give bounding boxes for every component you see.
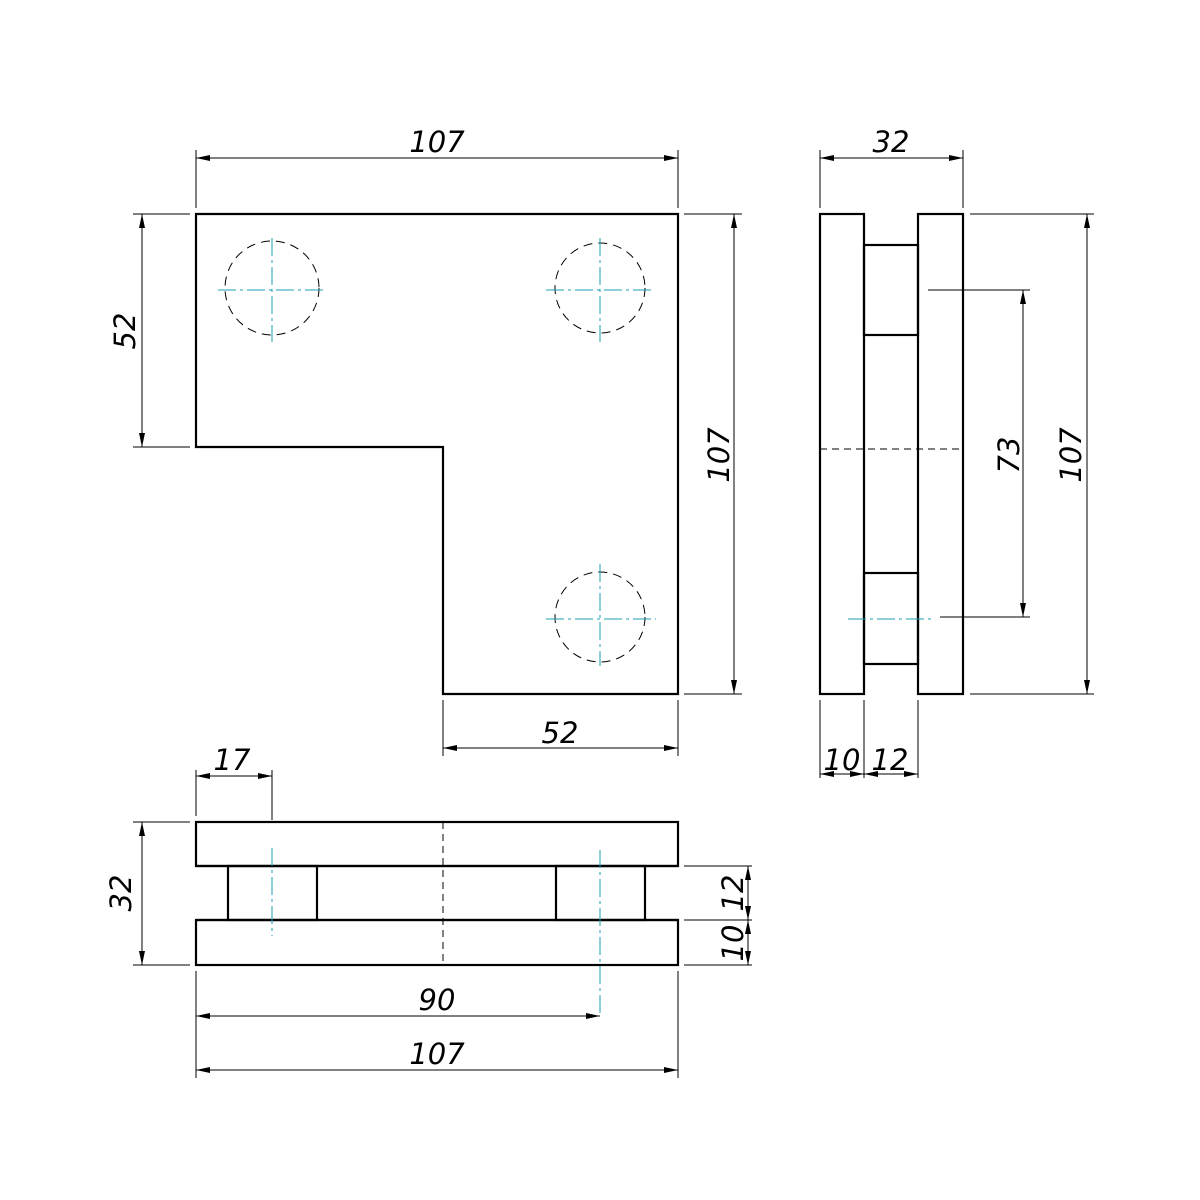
hole-bottom — [546, 564, 656, 666]
l-plate-outline — [194, 212, 680, 696]
front-plate-bottom — [194, 918, 680, 967]
dim-top-left-height-label: 52 — [108, 313, 142, 350]
dim-side-height: 107 — [970, 213, 1094, 695]
dim-side-hole-spacing: 73 — [928, 289, 1030, 618]
dim-top-left-height: 52 — [108, 213, 190, 448]
dim-top-bottom-width-label: 52 — [542, 716, 579, 750]
hole-top-right — [546, 238, 652, 342]
front-plate-top — [194, 820, 680, 868]
dim-front-hole-distance-label: 90 — [419, 983, 456, 1017]
dim-front-plate-label: 10 — [716, 925, 750, 962]
dim-side-plate-label: 10 — [824, 743, 861, 777]
dim-side-width-label: 32 — [873, 125, 910, 159]
dim-front-offset: 17 — [195, 743, 273, 820]
dim-top-width-label: 107 — [409, 125, 465, 159]
dim-top-width: 107 — [195, 125, 679, 208]
hole-top-left — [218, 238, 326, 342]
dim-side-hole-spacing-label: 73 — [992, 437, 1026, 474]
side-plate-right — [916, 212, 965, 696]
dim-front-width: 107 — [196, 971, 679, 1078]
dim-side-height-label: 107 — [1054, 427, 1088, 483]
dim-front-height-label: 32 — [104, 875, 138, 912]
dim-side-width: 32 — [819, 125, 964, 208]
dim-front-spacer-label: 12 — [716, 875, 750, 912]
dim-top-bottom-width: 52 — [442, 700, 679, 756]
dim-side-spacer-label: 12 — [872, 743, 909, 777]
side-view: 32 73 107 10 12 — [818, 125, 1094, 778]
top-view: 107 52 107 52 — [108, 125, 742, 756]
dim-front-offset-label: 17 — [214, 743, 251, 777]
dim-front-height: 32 — [104, 821, 190, 966]
dim-top-right-height-label: 107 — [702, 427, 736, 483]
dim-top-right-height: 107 — [684, 213, 742, 695]
side-plate-left — [818, 212, 866, 696]
front-view: 17 32 12 10 90 107 — [104, 743, 752, 1078]
dim-front-hole-distance: 90 — [195, 971, 600, 1078]
dim-front-width-label: 107 — [409, 1037, 465, 1071]
dim-front-spacer-plate: 12 10 — [684, 865, 752, 966]
dim-side-plate-spacer: 10 12 — [819, 700, 919, 778]
side-spacer-top — [862, 243, 920, 337]
